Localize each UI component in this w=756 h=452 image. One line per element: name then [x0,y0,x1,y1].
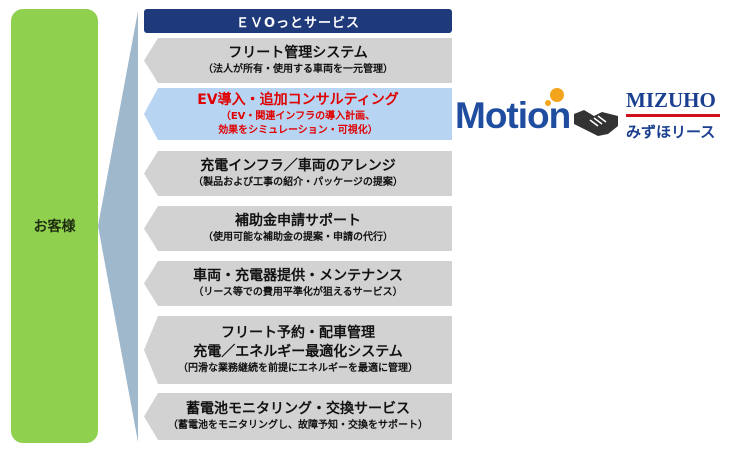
service-title: 補助金申請サポート [235,213,361,229]
service-ev-consulting: EV導入・追加コンサルティング （EV・関連インフラの導入計画、 効果をシミュレ… [144,88,452,140]
service-title: フリート管理システム [228,45,368,61]
mizuho-lease-label: みずほリース [626,123,716,141]
service-title: 蓄電池モニタリング・交換サービス [186,401,410,417]
mizuho-logo: MIZUHO [626,88,716,112]
service-battery-monitoring: 蓄電池モニタリング・交換サービス （蓄電池をモニタリングし、故障予知・交換をサポ… [144,393,452,440]
mizuho-logo-underline [626,114,720,117]
service-subtitle: （蓄電池をモニタリングし、故障予知・交換をサポート） [168,420,428,431]
service-title: EV導入・追加コンサルティング [197,91,399,108]
motion-logo-dot-small [545,100,551,106]
service-title: 車両・充電器提供・メンテナンス [193,268,403,284]
customer-label: お客様 [33,219,76,235]
service-subsidy-support: 補助金申請サポート （使用可能な補助金の提案・申請の代行） [144,206,452,251]
service-vehicle-provision: 車両・充電器提供・メンテナンス （リース等での費用平準化が狙えるサービス） [144,261,452,306]
service-title: 充電インフラ／車両のアレンジ [200,158,396,174]
handshake-icon [574,110,618,136]
service-subtitle: （法人が所有・使用する車両を一元管理） [203,64,393,75]
service-infra-arrangement: 充電インフラ／車両のアレンジ （製品および工事の紹介・パッケージの提案） [144,151,452,196]
service-fleet-reservation: フリート予約・配車管理 充電／エネルギー最適化システム （円滑な業務継続を前提に… [144,316,452,384]
motion-logo-dot [550,88,564,102]
motion-logo: Motion [455,95,571,136]
service-subtitle: （製品および工事の紹介・パッケージの提案） [193,177,403,188]
service-title: フリート予約・配車管理 充電／エネルギー最適化システム [193,325,403,360]
customer-box: お客様 [11,9,98,443]
service-subtitle: （EV・関連インフラの導入計画、 効果をシミュレーション・可視化） [218,110,378,136]
service-subtitle: （使用可能な補助金の提案・申請の代行） [203,232,393,243]
service-fleet-management: フリート管理システム （法人が所有・使用する車両を一元管理） [144,38,452,83]
service-header: ＥＶOっとサービス [144,9,452,33]
service-subtitle: （円滑な業務継続を前提にエネルギーを最適に管理） [178,363,418,374]
service-subtitle: （リース等での費用平準化が狙えるサービス） [193,287,403,298]
